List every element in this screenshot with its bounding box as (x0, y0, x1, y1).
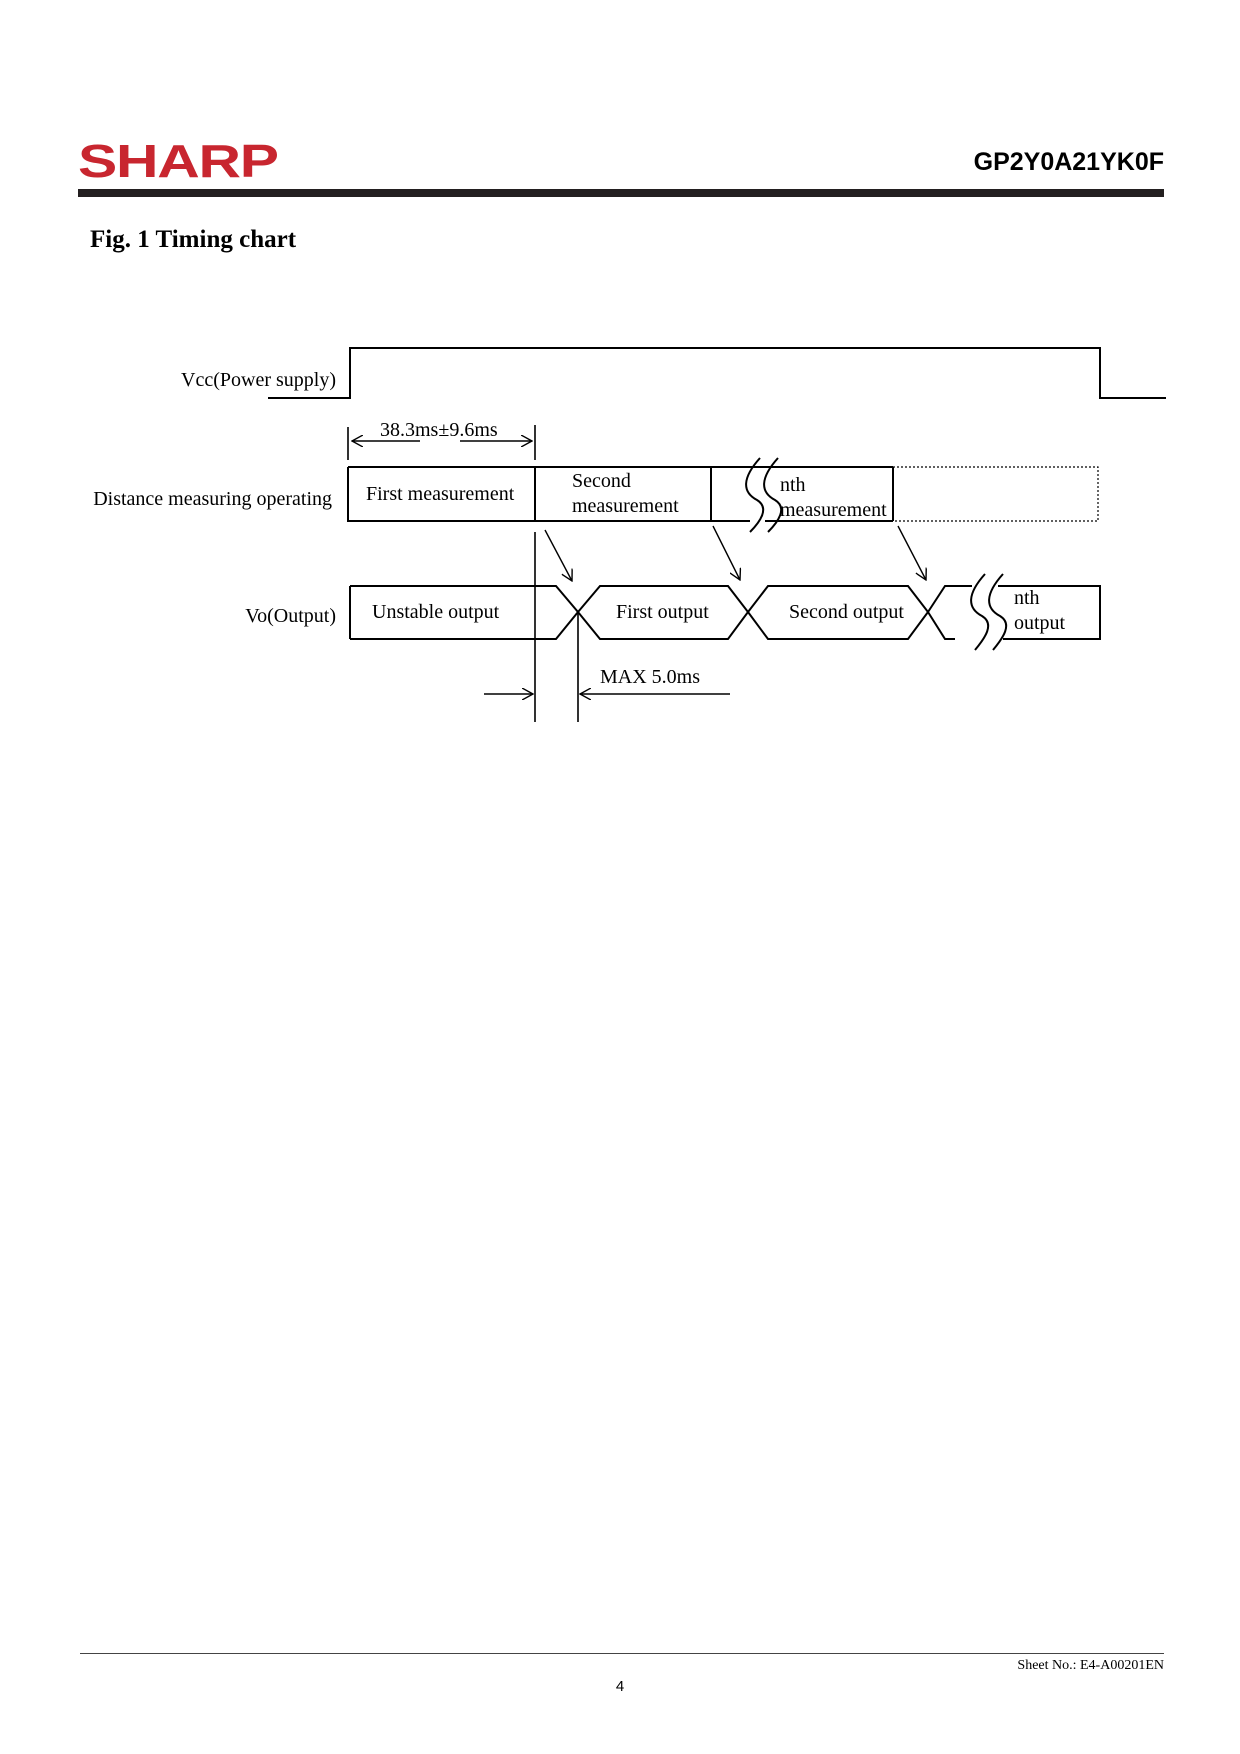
nth-measurement-label-1: nth (780, 474, 806, 496)
unstable-output-label: Unstable output (372, 601, 500, 623)
output-break-mark (970, 573, 1008, 651)
output-label: Vo(Output) (245, 605, 336, 627)
measurement-timeline (347, 466, 894, 522)
page-number: 4 (615, 1678, 625, 1695)
header-rule (78, 189, 1164, 197)
sharp-logo: SHARP (78, 135, 279, 187)
vcc-waveform (268, 347, 1166, 399)
measurement-break-mark (745, 457, 783, 533)
nth-output-label-2: output (1014, 612, 1066, 634)
second-measurement-label-1: Second (572, 470, 631, 492)
vcc-label: Vcc(Power supply) (181, 369, 336, 391)
output-arrow-3 (897, 525, 926, 580)
period-label: 38.3ms±9.6ms (380, 419, 498, 441)
nth-measurement-label-2: measurement (780, 499, 887, 521)
footer-rule (80, 1653, 1164, 1654)
output-arrow-1 (544, 529, 572, 581)
second-output-label: Second output (789, 601, 904, 623)
first-measurement-label: First measurement (366, 483, 515, 505)
measurement-continuation (893, 466, 1099, 522)
sheet-number: Sheet No.: E4-A00201EN (1017, 1658, 1164, 1673)
nth-output-label-1: nth (1014, 587, 1040, 609)
max-delay-label: MAX 5.0ms (600, 666, 700, 688)
figure-title: Fig. 1 Timing chart (90, 226, 297, 253)
distance-label: Distance measuring operating (93, 488, 332, 510)
timing-reference-lines (347, 425, 579, 722)
model-number: GP2Y0A21YK0F (973, 148, 1164, 176)
first-output-label: First output (616, 601, 709, 623)
second-measurement-label-2: measurement (572, 495, 679, 517)
output-arrow-2 (712, 525, 740, 580)
